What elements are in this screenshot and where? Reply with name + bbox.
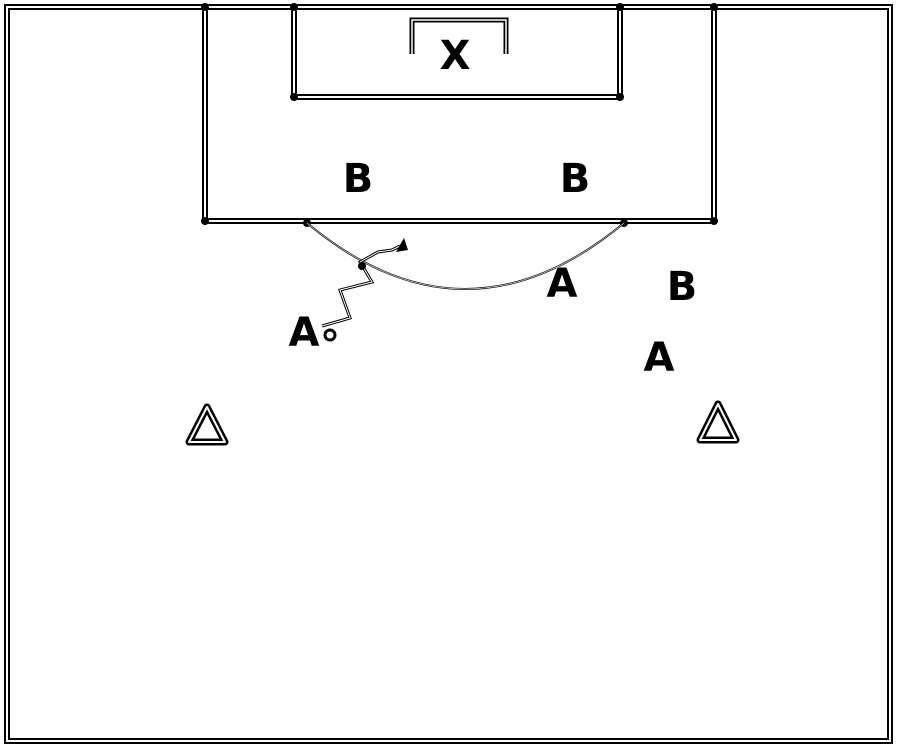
ball-icon: [323, 328, 337, 342]
player-b-wide-right: B: [667, 264, 698, 310]
cone-left-icon: [185, 403, 229, 446]
goal-area: [290, 3, 624, 101]
field-boundary: [4, 4, 893, 744]
penalty-corner-dot: [710, 217, 718, 225]
dribble-start-dot: [358, 262, 366, 270]
arrowhead-icon: [396, 238, 408, 252]
player-label: B: [667, 264, 698, 310]
goal-area-corner-dot: [290, 93, 298, 101]
goal-area-corner-dot: [616, 93, 624, 101]
player-label: B: [343, 156, 374, 202]
cone-right-icon: [696, 400, 740, 444]
penalty-arc: [306, 222, 625, 290]
goalkeeper-label: X: [440, 33, 471, 79]
player-a-deep-right-label: A: [644, 335, 675, 381]
player-b-left: B: [343, 156, 374, 202]
player-label: B: [560, 156, 591, 202]
dribble-arrow: [321, 238, 408, 328]
player-a-dribbler-label: A: [289, 310, 320, 356]
player-a-arc-right-label: A: [547, 261, 578, 307]
penalty-corner-dot: [201, 3, 209, 11]
goal-area-corner-dot: [290, 3, 298, 11]
penalty-corner-dot: [201, 217, 209, 225]
goal-area-corner-dot: [616, 3, 624, 11]
goal-frame: [409, 17, 509, 54]
player-b-right: B: [560, 156, 591, 202]
penalty-corner-dot: [710, 3, 718, 11]
